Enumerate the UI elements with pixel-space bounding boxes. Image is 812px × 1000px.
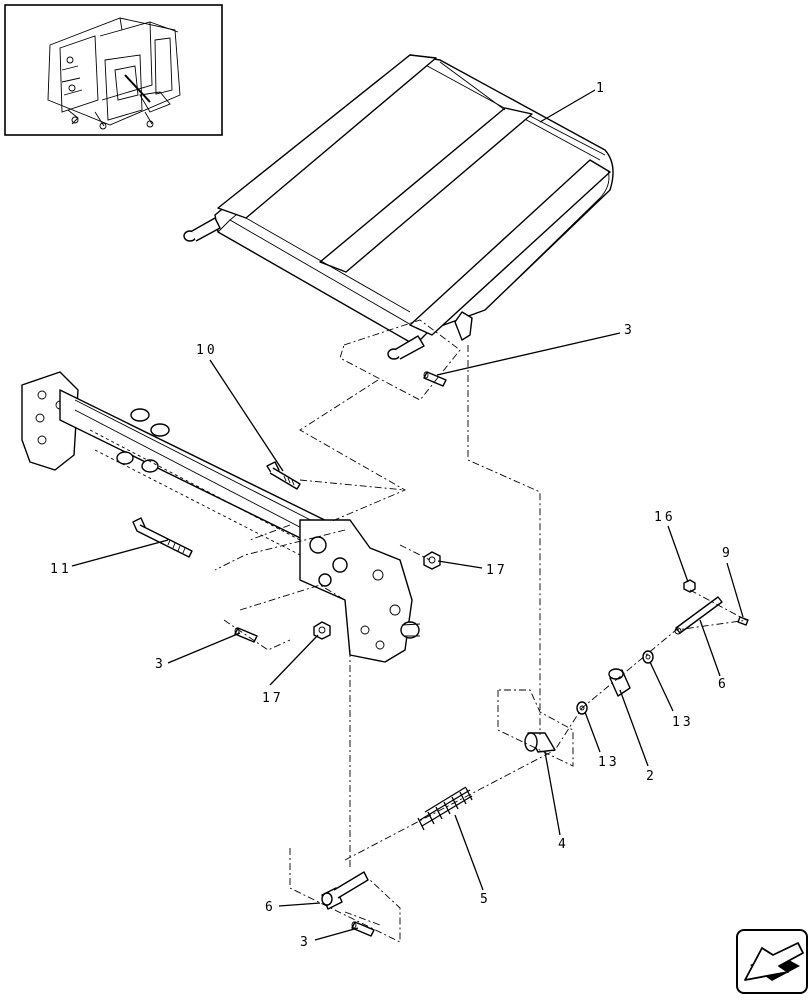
tube-part-4: [524, 732, 556, 753]
nut-part-17b: [313, 621, 331, 640]
callout-6-right: 6: [718, 677, 729, 692]
nut-part-17a: [423, 551, 441, 570]
rod-part-6a: [674, 596, 723, 635]
callout-3-left: 3: [155, 657, 166, 672]
callout-13-right: 13: [672, 715, 694, 730]
callout-3-bottom: 3: [300, 935, 311, 950]
callout-17-left: 17: [262, 691, 284, 706]
assembly-lines: [214, 319, 749, 943]
bushing-part-2: [608, 668, 631, 697]
callout-10: 10: [196, 343, 218, 358]
frame-panel-part-1: [183, 54, 614, 360]
callout-3-top: 3: [624, 323, 635, 338]
callout-13-left: 13: [598, 755, 620, 770]
callout-4: 4: [558, 837, 569, 852]
callout-labels: 1 3 10 11 17 3 17 16 9 6 13 13 2 4 5 6 3: [50, 81, 733, 950]
bolt-part-10: [266, 461, 301, 490]
spring-part-5: [417, 786, 473, 831]
bolt-part-11: [132, 517, 193, 558]
callout-2: 2: [646, 769, 657, 784]
callout-6-bottom: 6: [265, 900, 276, 915]
callout-17-right: 17: [486, 563, 508, 578]
callout-5: 5: [480, 892, 491, 907]
arrow-down-left-icon[interactable]: [736, 929, 808, 994]
callout-1: 1: [596, 81, 607, 96]
pin-part-3c: [351, 921, 375, 937]
callout-11: 11: [50, 562, 72, 577]
washer-part-13a: [642, 650, 654, 664]
machine-overview-thumbnail: [4, 4, 223, 136]
callout-9: 9: [722, 546, 733, 561]
callout-16: 16: [654, 510, 676, 525]
arm-assembly: [21, 371, 421, 663]
pin-part-3a: [423, 371, 447, 387]
callout-leaders: [71, 89, 744, 941]
rod-part-6b: [321, 871, 369, 910]
nut-part-16: [683, 579, 696, 593]
